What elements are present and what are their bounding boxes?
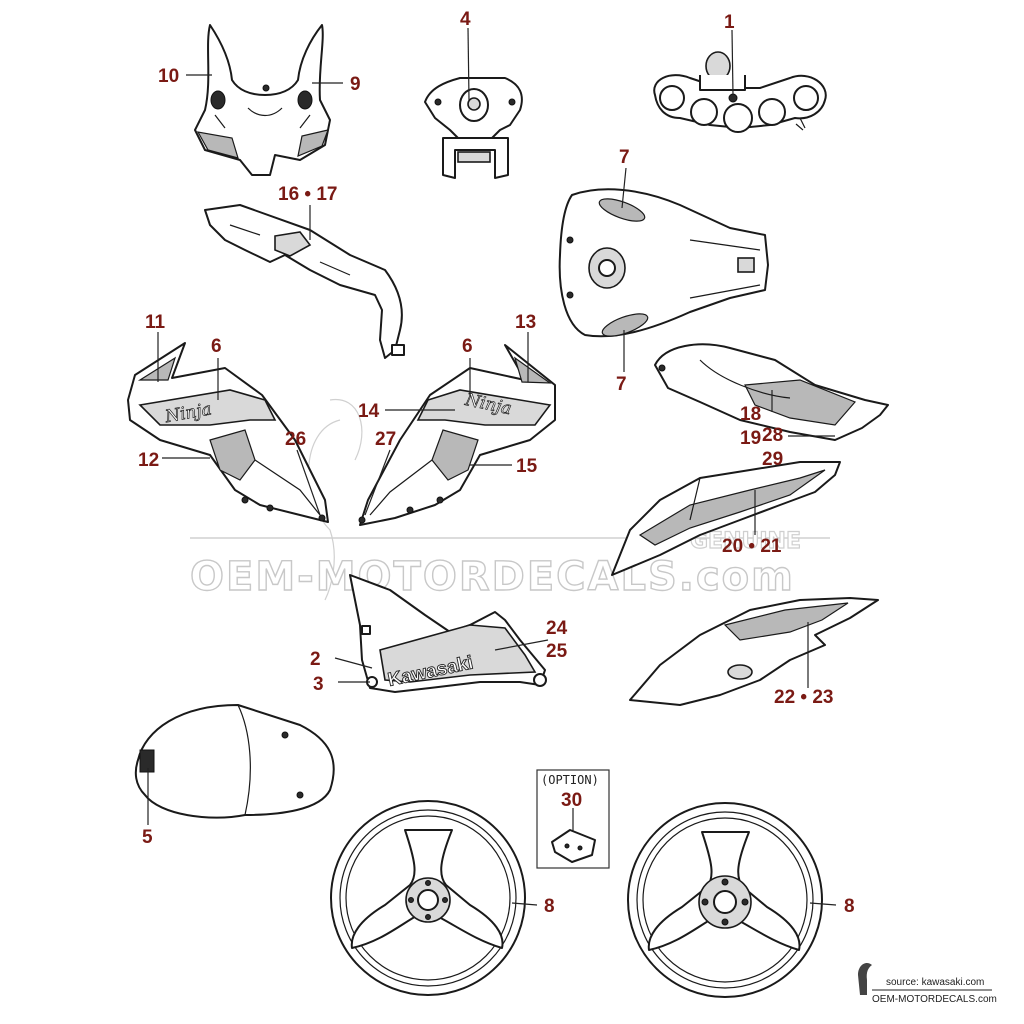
callout-3: 3 bbox=[313, 674, 324, 695]
callout-13: 13 bbox=[515, 312, 536, 333]
tail-side-cover bbox=[611, 461, 841, 576]
upper-fairing bbox=[194, 24, 331, 176]
callout-19: 19 bbox=[740, 428, 761, 449]
callout-22-23: 22 • 23 bbox=[774, 687, 833, 708]
source-text: source: kawasaki.com bbox=[886, 977, 984, 988]
callout-20-21: 20 • 21 bbox=[722, 536, 782, 557]
callout-1: 1 bbox=[724, 12, 735, 33]
inner-fairing bbox=[204, 204, 405, 359]
leader-lines bbox=[147, 27, 837, 906]
option-part: (OPTION) bbox=[536, 769, 610, 869]
callout-5: 5 bbox=[142, 827, 153, 848]
callout-12: 12 bbox=[138, 450, 159, 471]
callouts: 1 4 10 9 16 • 17 7 7 11 6 12 26 13 6 14 … bbox=[138, 9, 855, 917]
callout-10: 10 bbox=[158, 66, 179, 87]
callout-25: 25 bbox=[546, 641, 568, 662]
rear-wheel bbox=[627, 802, 823, 998]
option-frame bbox=[536, 769, 610, 869]
top-triple-clamp bbox=[653, 51, 827, 133]
callout-30: 30 bbox=[561, 790, 582, 811]
callout-15: 15 bbox=[516, 456, 538, 477]
callout-6-right: 6 bbox=[462, 336, 473, 357]
tail-undercowl bbox=[629, 597, 879, 706]
callout-29: 29 bbox=[762, 449, 783, 470]
callout-8-rear: 8 bbox=[844, 896, 855, 917]
front-fender bbox=[134, 704, 335, 819]
callout-16-17: 16 • 17 bbox=[278, 184, 337, 205]
source-credit: source: kawasaki.com OEM-MOTORDECALS.com bbox=[858, 963, 997, 1005]
callout-27: 27 bbox=[375, 429, 396, 450]
callout-24: 24 bbox=[546, 618, 568, 639]
callout-18: 18 bbox=[740, 404, 761, 425]
watermark: GENUINE OEM-MOTORDECALS.com bbox=[189, 398, 830, 601]
watermark-main: OEM-MOTORDECALS.com bbox=[190, 554, 795, 600]
front-wheel bbox=[330, 800, 526, 996]
callout-9: 9 bbox=[350, 74, 361, 95]
callout-28: 28 bbox=[762, 425, 783, 446]
left-side-fairing: Ninja bbox=[127, 342, 329, 523]
source-site: OEM-MOTORDECALS.com bbox=[872, 994, 997, 1005]
callout-7-bottom: 7 bbox=[616, 374, 627, 395]
lower-fairing: Kawasaki bbox=[349, 574, 547, 693]
watermark-bird-icon bbox=[858, 963, 872, 995]
callout-8-front: 8 bbox=[544, 896, 555, 917]
callout-2: 2 bbox=[310, 649, 321, 670]
callout-14: 14 bbox=[358, 401, 380, 422]
meter-cover bbox=[424, 77, 523, 179]
callout-6-left: 6 bbox=[211, 336, 222, 357]
option-label: (OPTION) bbox=[541, 773, 599, 787]
callout-26: 26 bbox=[285, 429, 306, 450]
right-side-fairing: Ninja bbox=[358, 344, 556, 526]
fuel-tank bbox=[558, 188, 769, 338]
callout-4: 4 bbox=[460, 9, 471, 30]
callout-11: 11 bbox=[145, 312, 166, 333]
callout-7-top: 7 bbox=[619, 147, 630, 168]
